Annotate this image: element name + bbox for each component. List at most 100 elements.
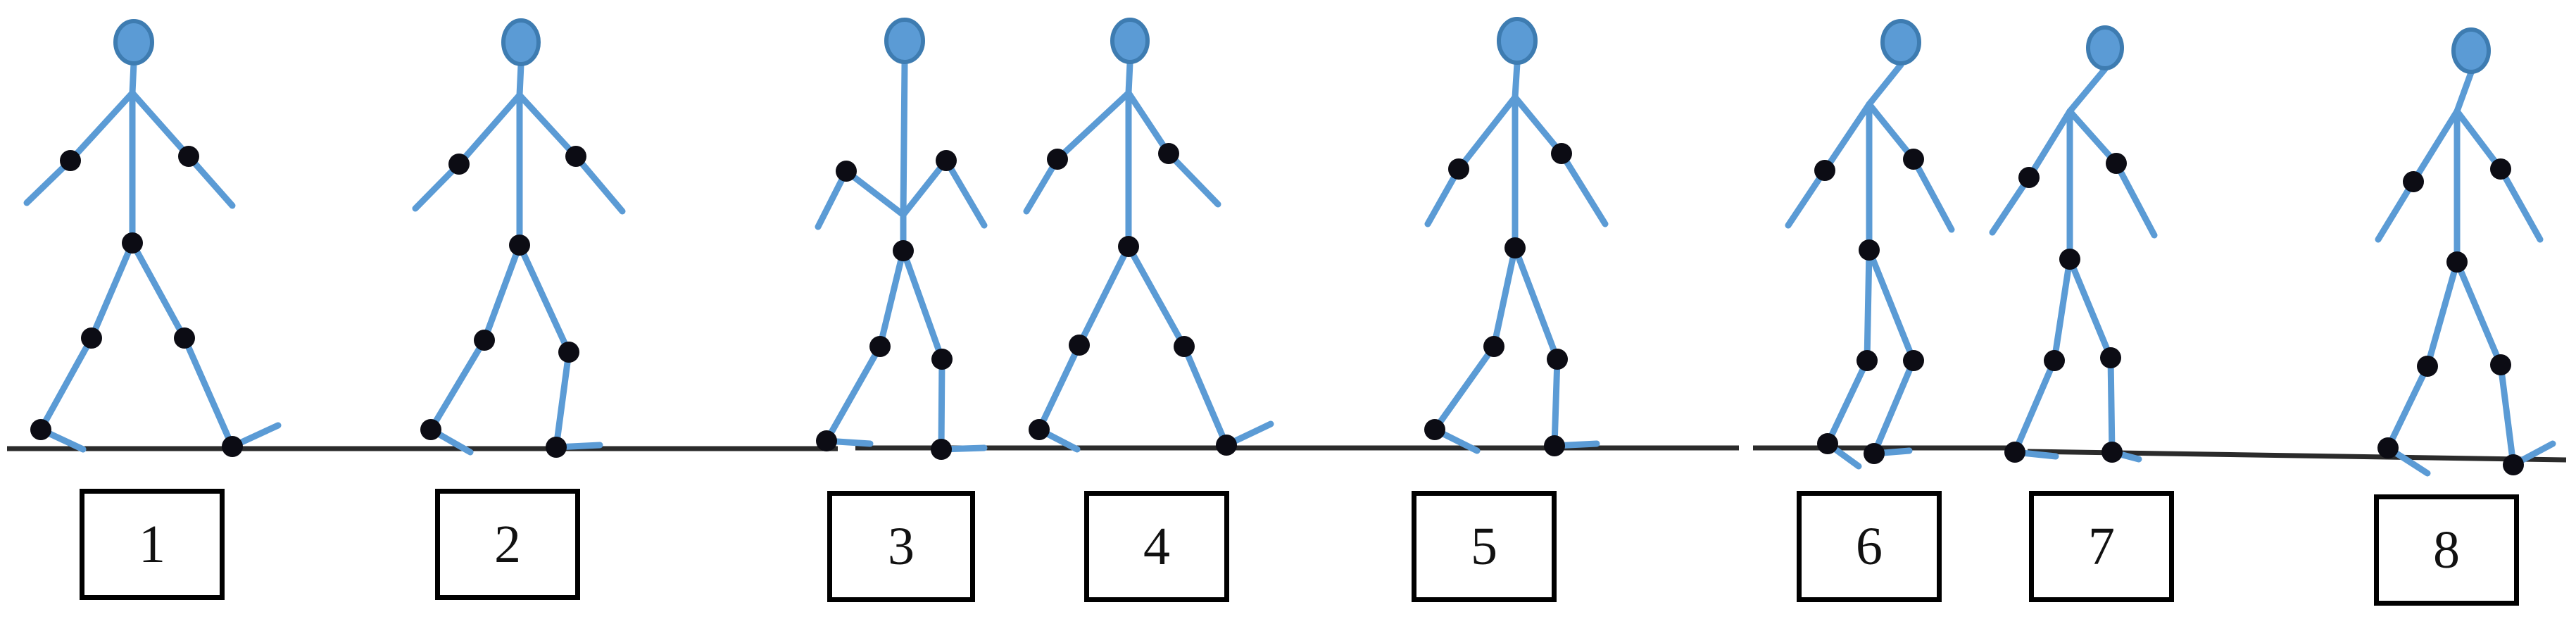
label-box-4[interactable]: 4 [1084,491,1229,602]
shin-left-5 [1431,343,1497,433]
elbow-joint-left-7 [2018,167,2040,188]
elbow-joint-right-6 [1903,149,1924,170]
upper-arm-right-3 [900,157,950,218]
elbow-joint-left-6 [1814,160,1835,181]
upper-arm-left-6 [1821,101,1873,174]
thigh-left-8 [2424,258,2461,370]
ankle-joint-right-2 [546,437,567,458]
knee-joint-left-1 [81,327,102,349]
ankle-joint-left-1 [30,419,51,440]
stick-figure-1 [23,19,282,457]
ankle-joint-right-1 [222,436,243,457]
forearm-right-2 [572,153,626,215]
head-1 [113,19,154,65]
thigh-right-7 [2066,256,2114,361]
knee-joint-left-8 [2417,356,2438,377]
thigh-right-2 [516,242,572,356]
shin-left-7 [2011,357,2058,456]
ankle-joint-left-6 [1817,433,1838,454]
upper-arm-left-7 [2025,108,2073,181]
forearm-right-1 [185,153,236,209]
hip-joint-7 [2059,249,2080,270]
shin-right-3 [938,356,945,453]
ankle-joint-right-6 [1864,443,1885,464]
forearm-left-7 [1989,174,2032,236]
head-3 [884,18,925,64]
upper-arm-right-6 [1866,101,1917,163]
stick-figure-4 [1023,18,1274,456]
thigh-left-5 [1490,244,1519,350]
stick-figure-7 [1989,25,2158,463]
label-box-1[interactable]: 1 [80,489,225,600]
ankle-joint-right-8 [2503,454,2524,475]
label-box-7[interactable]: 7 [2029,491,2174,602]
upper-arm-right-5 [1512,94,1565,157]
forearm-right-6 [1910,156,1955,233]
elbow-joint-left-3 [836,161,857,182]
knee-joint-left-7 [2044,350,2065,371]
label-box-text-8: 8 [2433,520,2460,580]
shin-right-1 [181,335,236,450]
upper-arm-left-2 [455,92,523,168]
knee-joint-right-2 [558,342,579,363]
ankle-joint-left-5 [1424,419,1445,440]
shin-right-5 [1551,356,1561,449]
label-box-6[interactable]: 6 [1797,491,1942,602]
upper-arm-left-8 [2410,108,2461,185]
forearm-right-5 [1558,150,1609,227]
thigh-right-1 [129,239,188,342]
shin-left-1 [37,335,95,433]
knee-joint-right-3 [931,349,953,370]
label-box-text-4: 4 [1143,517,1170,576]
hip-joint-1 [122,232,143,254]
thigh-right-5 [1512,244,1561,363]
knee-joint-right-7 [2100,347,2121,368]
neck-segment-8 [2454,69,2475,115]
label-box-3[interactable]: 3 [827,491,975,602]
forearm-left-6 [1785,167,1828,229]
knee-joint-left-2 [474,330,495,351]
head-2 [501,18,541,66]
thigh-left-6 [1864,246,1873,364]
label-box-5[interactable]: 5 [1412,491,1557,602]
neck-segment-6 [1866,61,1904,108]
label-box-text-3: 3 [888,517,915,576]
elbow-joint-right-2 [565,146,586,167]
thigh-right-6 [1866,246,1917,364]
forearm-right-3 [943,157,988,229]
elbow-joint-left-1 [60,150,81,171]
upper-arm-right-7 [2066,108,2120,167]
thigh-left-1 [88,239,136,342]
head-7 [2086,25,2124,70]
stick-figure-5 [1424,17,1609,456]
knee-joint-right-1 [174,327,195,349]
shin-right-8 [2497,361,2517,468]
knee-joint-right-6 [1903,350,1924,371]
shin-right-7 [2107,354,2116,456]
label-box-text-2: 2 [494,515,521,574]
stick-figure-6 [1785,19,1955,470]
upper-arm-right-2 [516,92,579,160]
head-5 [1497,17,1538,65]
stick-figure-3 [815,18,988,460]
neck-segment-5 [1512,60,1521,101]
shin-left-4 [1036,342,1083,433]
head-4 [1110,18,1150,64]
ankle-joint-right-3 [931,439,952,460]
ankle-joint-left-2 [420,419,441,440]
knee-joint-right-5 [1547,349,1568,370]
shin-left-3 [823,343,884,444]
ankle-joint-right-4 [1216,435,1237,456]
label-box-2[interactable]: 2 [435,489,580,600]
ankle-joint-right-7 [2101,442,2123,463]
forearm-left-8 [2375,178,2417,243]
label-box-8[interactable]: 8 [2374,494,2519,606]
hip-joint-5 [1504,237,1526,258]
stick-figure-8 [2375,27,2556,477]
upper-arm-left-3 [843,168,907,218]
shin-right-6 [1871,357,1917,457]
knee-joint-left-3 [869,336,891,357]
upper-arm-left-4 [1054,89,1132,163]
elbow-joint-left-8 [2403,171,2424,192]
